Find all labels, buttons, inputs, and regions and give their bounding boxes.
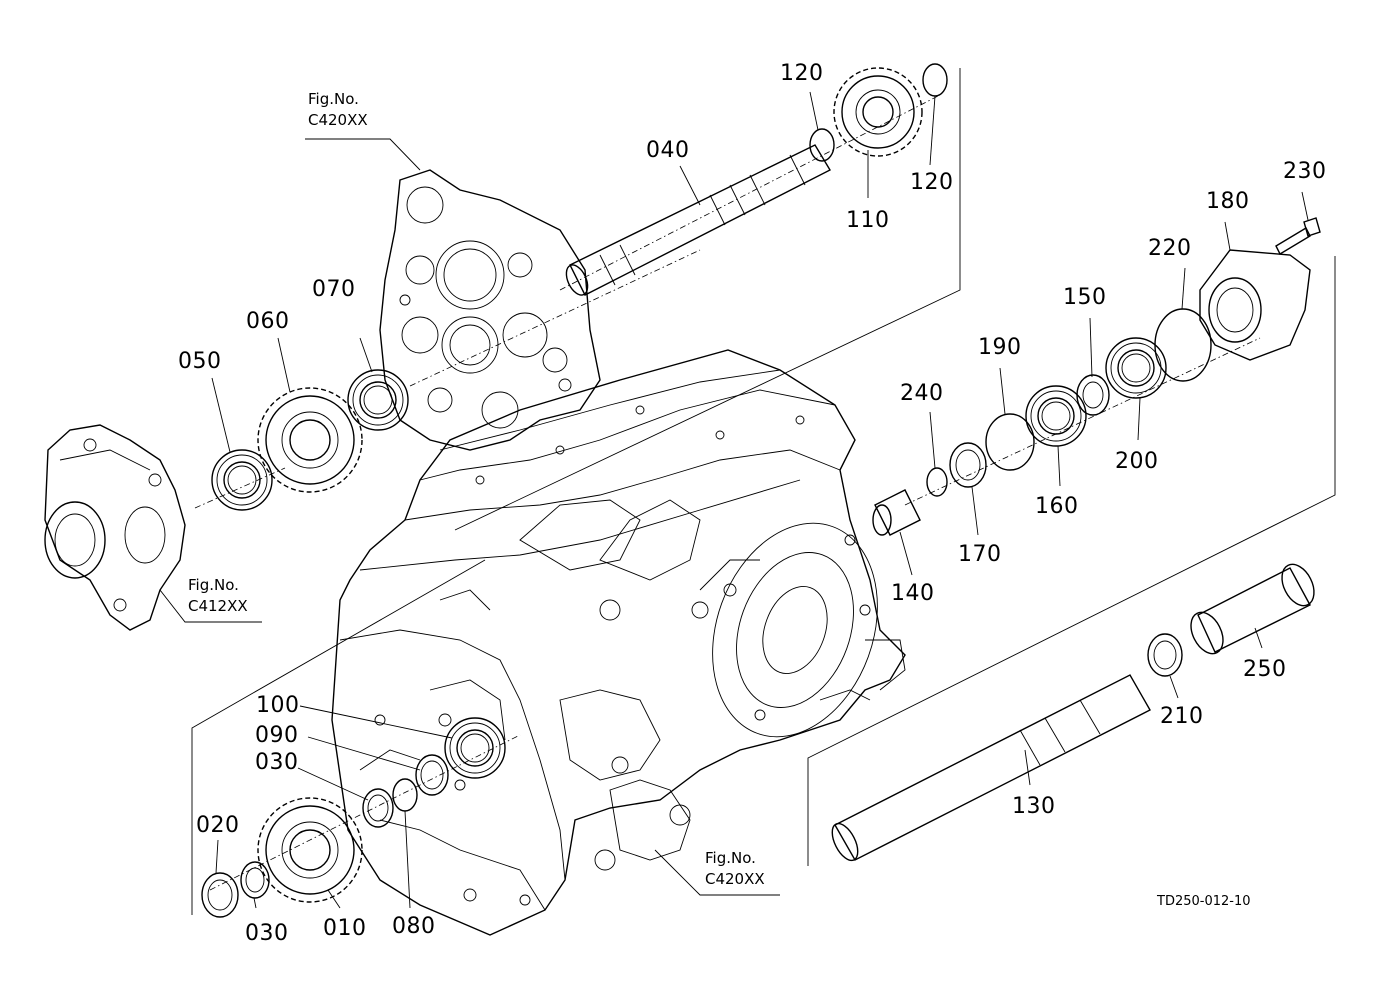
part-label-190: 190	[978, 335, 1022, 360]
part-label-050: 050	[178, 349, 222, 374]
fig-ref-bottom-line2: C420XX	[705, 870, 765, 888]
sleeve-250	[1190, 563, 1315, 655]
gear-060	[257, 387, 363, 493]
fig-ref-top: Fig.No. C420XX	[308, 90, 368, 130]
fig-leaders	[159, 138, 780, 896]
fig-ref-top-line1: Fig.No.	[308, 90, 359, 108]
part-label-130: 130	[1012, 794, 1056, 819]
fig-ref-bottom: Fig.No. C420XX	[705, 849, 765, 889]
part-label-010: 010	[323, 916, 367, 941]
part-label-040: 040	[646, 138, 690, 163]
fig-ref-left-line1: Fig.No.	[188, 576, 239, 594]
fig-ref-top-line2: C420XX	[308, 111, 368, 129]
part-label-030-lower: 030	[245, 921, 289, 946]
part-label-250: 250	[1243, 657, 1287, 682]
bearing-050	[211, 449, 273, 511]
circlip-120-left	[809, 128, 835, 162]
part-label-100: 100	[256, 693, 300, 718]
needle-140	[872, 489, 921, 536]
fig-ref-left-line2: C412XX	[188, 597, 248, 615]
circlip-120-right	[922, 63, 948, 97]
ring-240	[926, 467, 948, 497]
seal-210	[1147, 633, 1183, 677]
collar-150	[1076, 374, 1110, 416]
part-label-110: 110	[846, 208, 890, 233]
cover-180	[1199, 249, 1311, 361]
part-label-200: 200	[1115, 449, 1159, 474]
leader-lines	[211, 91, 1309, 909]
fig-ref-bottom-line1: Fig.No.	[705, 849, 756, 867]
gear-010	[257, 797, 363, 903]
needle-030-lower	[240, 861, 270, 899]
seal-170	[949, 442, 987, 488]
part-label-020: 020	[196, 813, 240, 838]
o-ring-220	[1154, 308, 1212, 382]
axis-lines	[194, 94, 1261, 891]
part-label-180: 180	[1206, 189, 1250, 214]
gear-110	[833, 67, 923, 157]
top-housing	[379, 169, 601, 451]
part-label-030-upper: 030	[255, 750, 299, 775]
bearing-100	[444, 717, 506, 779]
shaft-130	[831, 674, 1151, 862]
part-label-080: 080	[392, 914, 436, 939]
transmission-case	[331, 349, 906, 936]
fig-ref-left: Fig.No. C412XX	[188, 576, 248, 616]
bearing-070	[347, 369, 409, 431]
part-label-160: 160	[1035, 494, 1079, 519]
part-label-070: 070	[312, 277, 356, 302]
snap-ring-190	[985, 413, 1035, 471]
part-label-150: 150	[1063, 285, 1107, 310]
drawing-code: TD250-012-10	[1157, 894, 1251, 909]
needle-030-upper	[362, 788, 394, 828]
bracket-lines	[191, 68, 1336, 915]
part-label-240: 240	[900, 381, 944, 406]
ring-080	[392, 778, 418, 812]
part-label-170: 170	[958, 542, 1002, 567]
left-housing	[44, 424, 186, 631]
part-label-120-right: 120	[910, 170, 954, 195]
part-label-220: 220	[1148, 236, 1192, 261]
part-label-060: 060	[246, 309, 290, 334]
part-label-140: 140	[891, 581, 935, 606]
seal-090	[415, 754, 449, 796]
seal-020	[201, 872, 239, 918]
shaft-040	[565, 144, 831, 296]
part-label-090: 090	[255, 723, 299, 748]
bolt-230	[1275, 217, 1321, 255]
bearing-200	[1105, 337, 1167, 399]
part-label-120-left: 120	[780, 61, 824, 86]
part-label-230: 230	[1283, 159, 1327, 184]
part-label-210: 210	[1160, 704, 1204, 729]
